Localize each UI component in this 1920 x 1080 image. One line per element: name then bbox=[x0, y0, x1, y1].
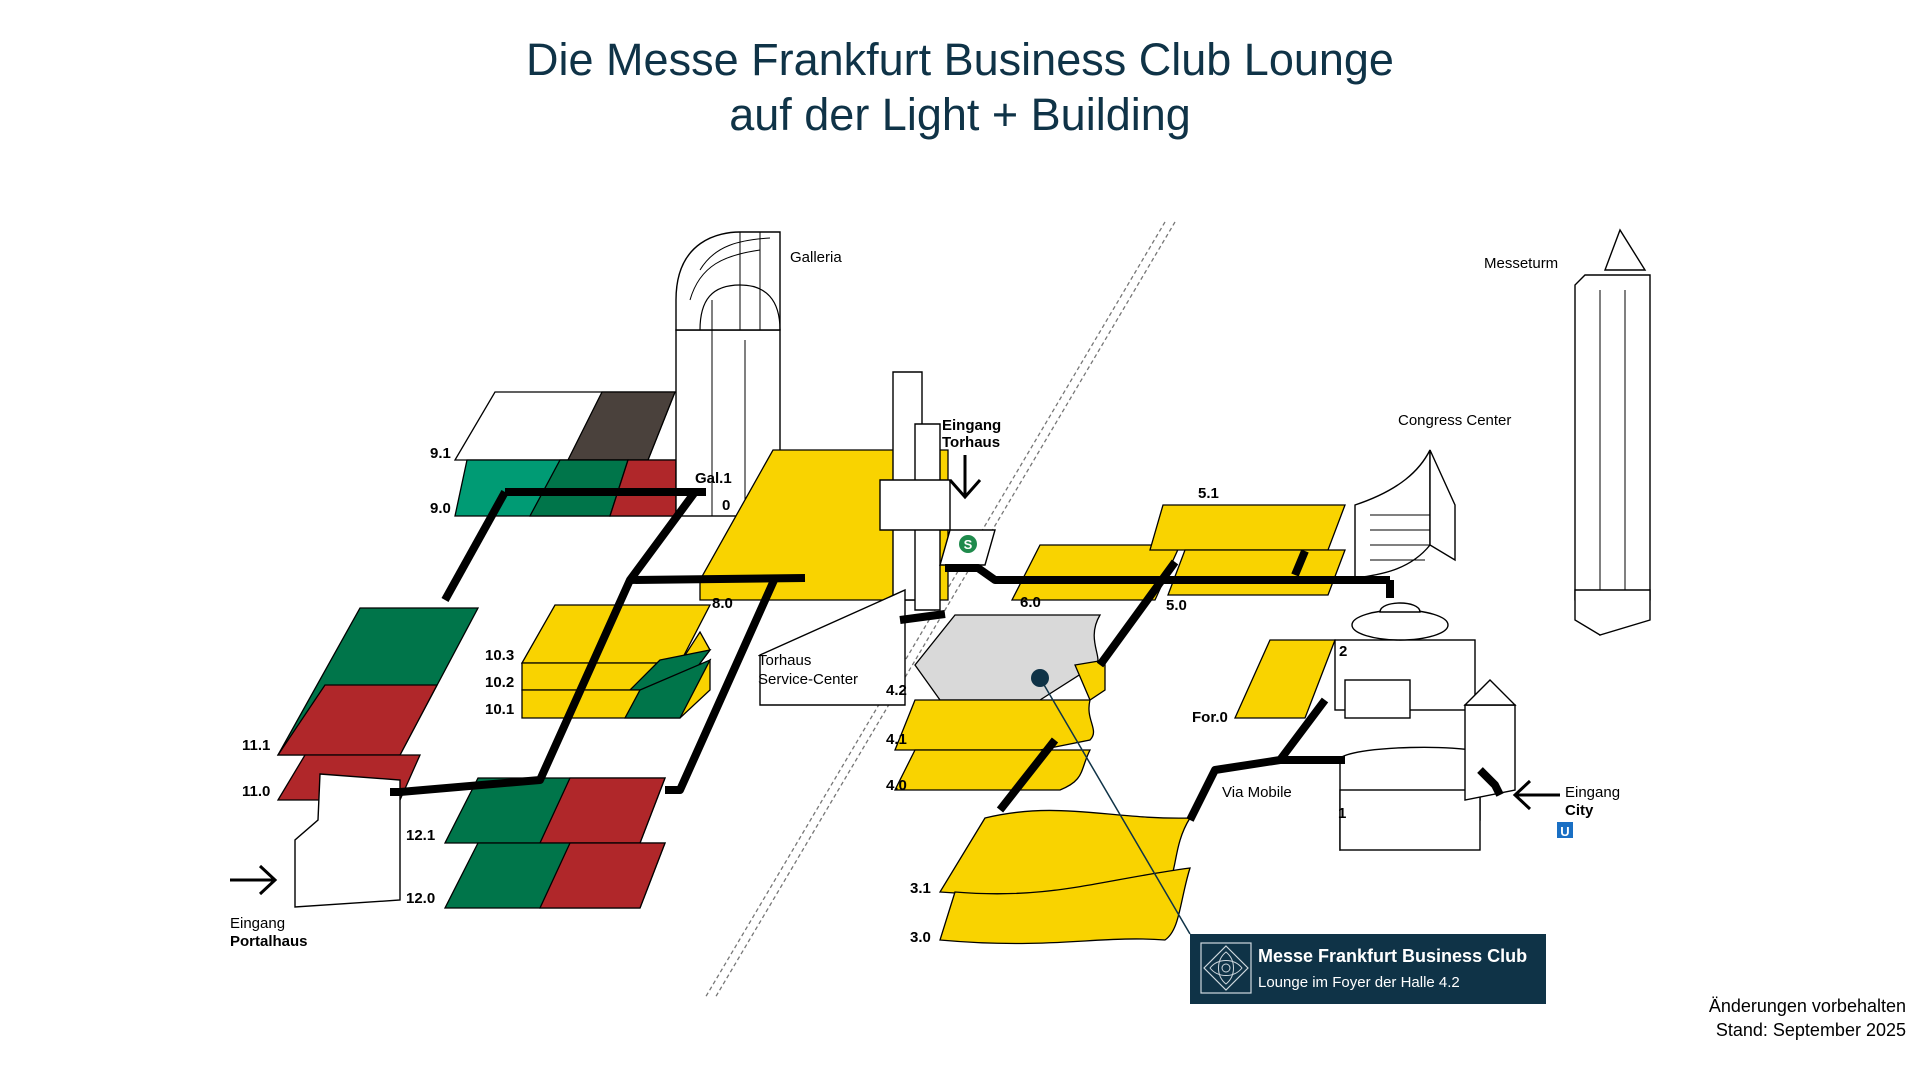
label-hall-4-2: 4.2 bbox=[886, 682, 907, 699]
label-torhaus-sc-1: Torhaus bbox=[758, 652, 811, 669]
torhaus-building bbox=[759, 371, 951, 706]
label-hall-6-0: 6.0 bbox=[1020, 594, 1041, 611]
business-club-subtitle: Lounge im Foyer der Halle 4.2 bbox=[1258, 974, 1460, 991]
label-gal-1: Gal.1 bbox=[695, 470, 732, 487]
business-club-info-box[interactable]: Messe Frankfurt Business Club Lounge im … bbox=[1190, 934, 1546, 1004]
hall-9-1[interactable] bbox=[453, 391, 676, 461]
footer-note-2: Stand: September 2025 bbox=[1715, 1020, 1906, 1040]
hall-12-0[interactable] bbox=[443, 842, 666, 909]
arrow-torhaus bbox=[948, 455, 982, 500]
portalhaus-building bbox=[294, 773, 401, 908]
hall-3-0[interactable] bbox=[939, 867, 1191, 945]
walkway-right bbox=[899, 549, 1504, 822]
s-bahn-icon: S bbox=[964, 537, 973, 552]
label-hall-12-0: 12.0 bbox=[406, 890, 435, 907]
label-zero: 0 bbox=[722, 497, 730, 514]
label-building-2: 2 bbox=[1339, 643, 1347, 660]
label-eingang-city-2: City bbox=[1565, 802, 1594, 819]
building-2 bbox=[1334, 602, 1476, 719]
arrow-city bbox=[1512, 779, 1560, 811]
walkway-left bbox=[390, 488, 806, 796]
label-hall-4-0: 4.0 bbox=[886, 777, 907, 794]
business-club-title: Messe Frankfurt Business Club bbox=[1258, 946, 1528, 966]
label-hall-11-0: 11.0 bbox=[242, 783, 270, 800]
arrow-portalhaus bbox=[230, 864, 278, 896]
label-eingang-torhaus-1: Eingang bbox=[942, 417, 1001, 434]
hall-4-2[interactable] bbox=[914, 614, 1106, 701]
hall-4-1[interactable] bbox=[894, 699, 1095, 751]
label-via-mobile: Via Mobile bbox=[1222, 784, 1292, 801]
label-galleria: Galleria bbox=[790, 249, 842, 266]
label-eingang-portal-1: Eingang bbox=[230, 915, 285, 932]
label-hall-4-1: 4.1 bbox=[886, 731, 907, 748]
hall-5-1[interactable] bbox=[1149, 504, 1346, 551]
hall-4-0[interactable] bbox=[893, 749, 1092, 791]
label-eingang-torhaus-2: Torhaus bbox=[942, 434, 1000, 451]
page-subtitle: auf der Light + Building bbox=[729, 89, 1191, 140]
label-hall-12-1: 12.1 bbox=[406, 827, 435, 844]
label-hall-3-1: 3.1 bbox=[910, 880, 931, 897]
hall-11-1[interactable] bbox=[276, 607, 480, 756]
label-hall-9-0: 9.0 bbox=[430, 500, 451, 517]
business-club-logo-icon bbox=[1200, 942, 1252, 994]
label-hall-5-0: 5.0 bbox=[1166, 597, 1187, 614]
label-hall-5-1: 5.1 bbox=[1198, 485, 1219, 502]
label-congress-center: Congress Center bbox=[1398, 412, 1511, 429]
label-messeturm: Messeturm bbox=[1484, 255, 1558, 272]
page-title: Die Messe Frankfurt Business Club Lounge bbox=[526, 34, 1394, 85]
hall-12-1[interactable] bbox=[443, 777, 666, 844]
messeturm-building bbox=[1574, 228, 1651, 636]
hall-10-1[interactable] bbox=[521, 658, 712, 719]
label-hall-11-1: 11.1 bbox=[242, 737, 270, 754]
hall-forum-0[interactable] bbox=[1233, 639, 1336, 719]
hall-5-0[interactable] bbox=[1167, 549, 1346, 596]
label-hall-10-1: 10.1 bbox=[485, 701, 514, 718]
u-bahn-icon: U bbox=[1557, 822, 1573, 839]
label-eingang-city-1: Eingang bbox=[1565, 784, 1620, 801]
congress-center-building bbox=[1354, 449, 1456, 579]
building-1 bbox=[1339, 679, 1517, 851]
label-hall-10-3: 10.3 bbox=[485, 647, 514, 664]
label-hall-8-0: 8.0 bbox=[712, 595, 733, 612]
lounge-marker[interactable] bbox=[1031, 669, 1191, 935]
footer-note-1: Änderungen vorbehalten bbox=[1708, 996, 1906, 1016]
svg-text:U: U bbox=[1560, 824, 1569, 839]
label-eingang-portal-2: Portalhaus bbox=[230, 933, 308, 950]
label-torhaus-sc-2: Service-Center bbox=[758, 671, 858, 688]
label-forum-0: For.0 bbox=[1192, 709, 1228, 726]
label-hall-10-2: 10.2 bbox=[485, 674, 514, 691]
label-building-1: 1 bbox=[1338, 805, 1346, 822]
s-bahn-station: S bbox=[939, 529, 996, 566]
label-hall-3-0: 3.0 bbox=[910, 929, 931, 946]
label-hall-9-1: 9.1 bbox=[430, 445, 451, 462]
